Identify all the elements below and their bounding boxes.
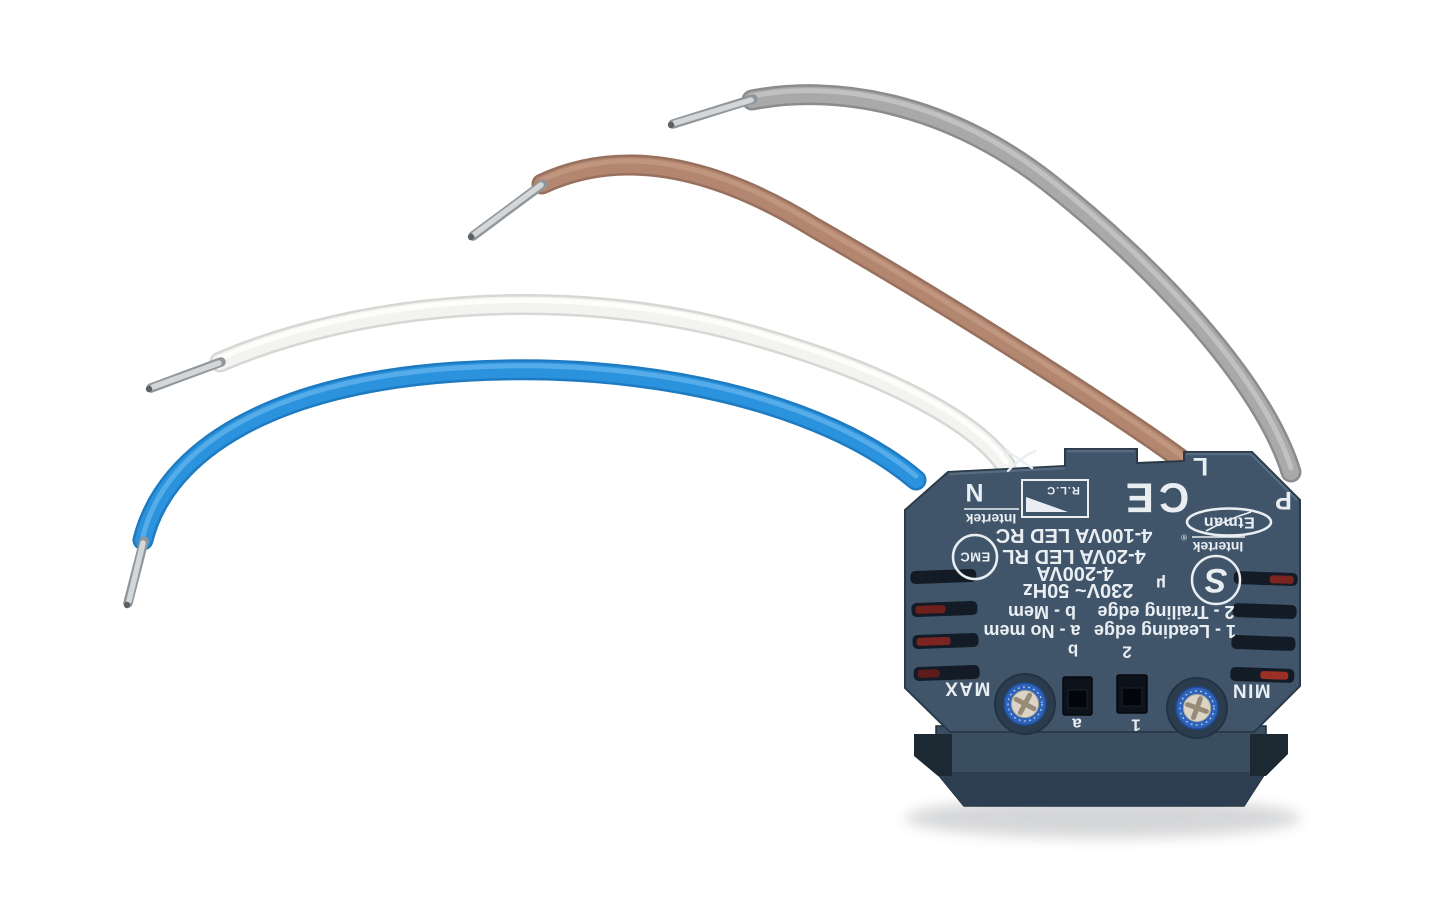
legend-2-trailing: 2 - Trailing edge xyxy=(1097,602,1234,622)
ferrule-blue-icon xyxy=(123,536,149,609)
label-max: MAX xyxy=(944,678,991,699)
terminal-label-l: L xyxy=(1192,452,1208,480)
claw-right xyxy=(1250,734,1288,776)
intertek-right-text: Intertek xyxy=(1193,539,1244,555)
trimmer-max xyxy=(994,673,1056,735)
module-body-outline xyxy=(904,448,1301,733)
legend-1-leading: 1 - Leading edge xyxy=(1094,621,1236,641)
switch-label-1: 1 xyxy=(1131,716,1140,735)
semko-s-text: S xyxy=(1204,561,1227,599)
rlc-label: R.L.C xyxy=(1046,484,1080,496)
micro-disconnection-symbol: µ xyxy=(1156,575,1166,594)
ce-mark: CE xyxy=(1121,475,1189,522)
switch-label-2: 2 xyxy=(1122,643,1131,662)
switch-label-b: b xyxy=(1068,641,1078,660)
registered-mark: ® xyxy=(1181,533,1187,542)
dip-switch-ab xyxy=(1062,676,1093,716)
rating-line-mains: 230V~ 50Hz xyxy=(1023,579,1134,601)
etman-swoosh xyxy=(1205,511,1252,532)
terminal-label-p: P xyxy=(1274,486,1292,514)
terminal-label-n: N xyxy=(964,478,983,506)
intertek-left-text: Intertek xyxy=(966,511,1017,527)
module-body xyxy=(905,449,1300,732)
module-shadow xyxy=(905,798,1301,838)
phillips-screw-icon xyxy=(1013,692,1037,716)
dip-switch-12 xyxy=(1116,674,1148,714)
no-screwdriver-icon xyxy=(1003,447,1037,473)
phillips-screw-icon xyxy=(1185,696,1209,720)
legend-a-no-mem: a - No mem xyxy=(983,621,1080,641)
rlc-load-icon: R.L.C xyxy=(1021,479,1089,518)
claw-left xyxy=(914,734,952,776)
emc-logo-text: EMC xyxy=(960,550,991,565)
wire-brown xyxy=(467,161,1190,466)
ferrule-white-icon xyxy=(145,357,226,393)
rating-line-rl: 4-20VA LED RL xyxy=(1002,545,1145,567)
trimmer-min xyxy=(1166,677,1228,739)
legend-b-mem: b - Mem xyxy=(1008,602,1076,622)
mounting-frame-bevel xyxy=(936,772,1266,806)
label-min: MIN xyxy=(1231,680,1270,701)
vent-grid-left xyxy=(910,569,980,681)
switch-label-a: a xyxy=(1072,715,1082,734)
ferrule-grey-icon xyxy=(667,94,758,129)
intertek-emc-logo: Intertek EMC xyxy=(951,508,1019,581)
wire-grey xyxy=(667,91,1291,472)
wire-blue xyxy=(123,366,916,609)
vent-grid-right xyxy=(1230,571,1298,683)
intertek-semko-logo: Intertek S xyxy=(1190,536,1245,606)
dimmer-module: R.L.C CE N L P Etman ® Intertek EMC Inte… xyxy=(904,447,1301,807)
ferrule-brown-icon xyxy=(467,179,548,241)
wire-white xyxy=(145,301,1006,466)
rating-line-rc: 4-100VA LED RC xyxy=(996,524,1153,546)
etman-logo: Etman ® xyxy=(1181,507,1273,542)
rating-line-va: 4-200VA xyxy=(1036,562,1113,584)
